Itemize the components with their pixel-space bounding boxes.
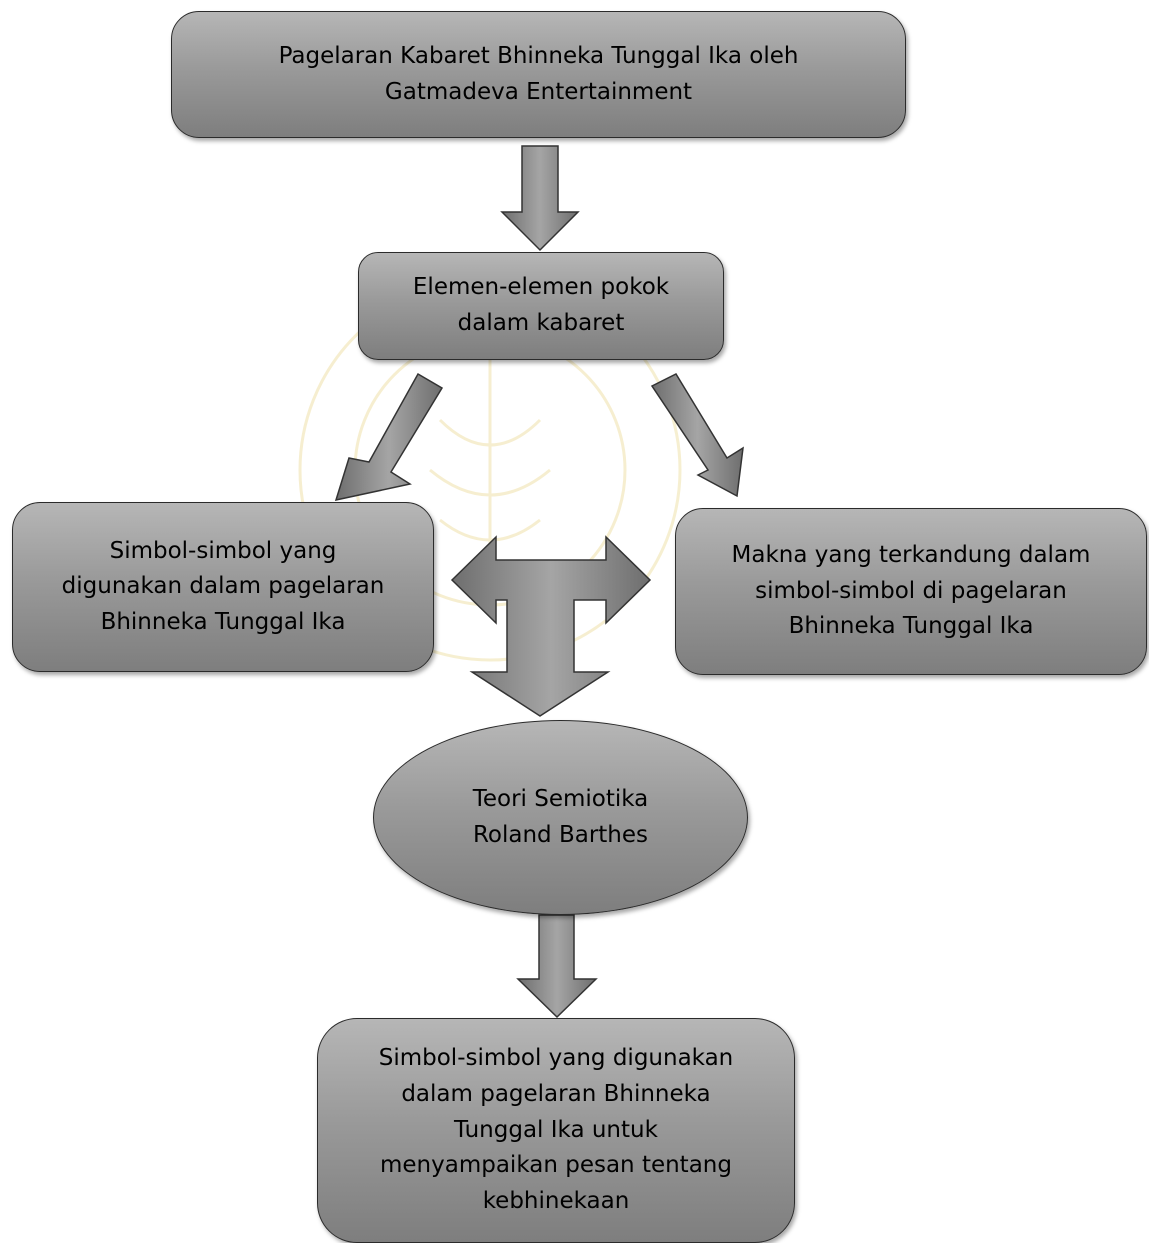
node-semiotics-theory-label: Teori Semiotika Roland Barthes	[472, 785, 649, 848]
double-arrow-with-down	[450, 535, 652, 717]
arrow-down-2	[516, 914, 598, 1019]
node-conclusion-label: Simbol-simbol yang digunakan dalam pagel…	[378, 1045, 734, 1214]
node-semiotics-theory: Teori Semiotika Roland Barthes	[373, 720, 748, 915]
node-kabaret-performance-label: Pagelaran Kabaret Bhinneka Tunggal Ika o…	[278, 42, 799, 105]
node-symbols-used-label: Simbol-simbol yang digunakan dalam pagel…	[61, 537, 385, 635]
arrow-down-1	[500, 145, 580, 252]
node-core-elements-label: Elemen-elemen pokok dalam kabaret	[412, 274, 670, 336]
node-kabaret-performance: Pagelaran Kabaret Bhinneka Tunggal Ika o…	[171, 11, 906, 138]
node-conclusion: Simbol-simbol yang digunakan dalam pagel…	[317, 1018, 795, 1243]
node-meaning-label: Makna yang terkandung dalam simbol-simbo…	[731, 542, 1091, 640]
node-meaning: Makna yang terkandung dalam simbol-simbo…	[675, 508, 1147, 675]
node-core-elements: Elemen-elemen pokok dalam kabaret	[358, 252, 724, 360]
node-symbols-used: Simbol-simbol yang digunakan dalam pagel…	[12, 502, 434, 672]
arrow-down-left	[334, 372, 444, 502]
arrow-down-right	[650, 373, 744, 498]
